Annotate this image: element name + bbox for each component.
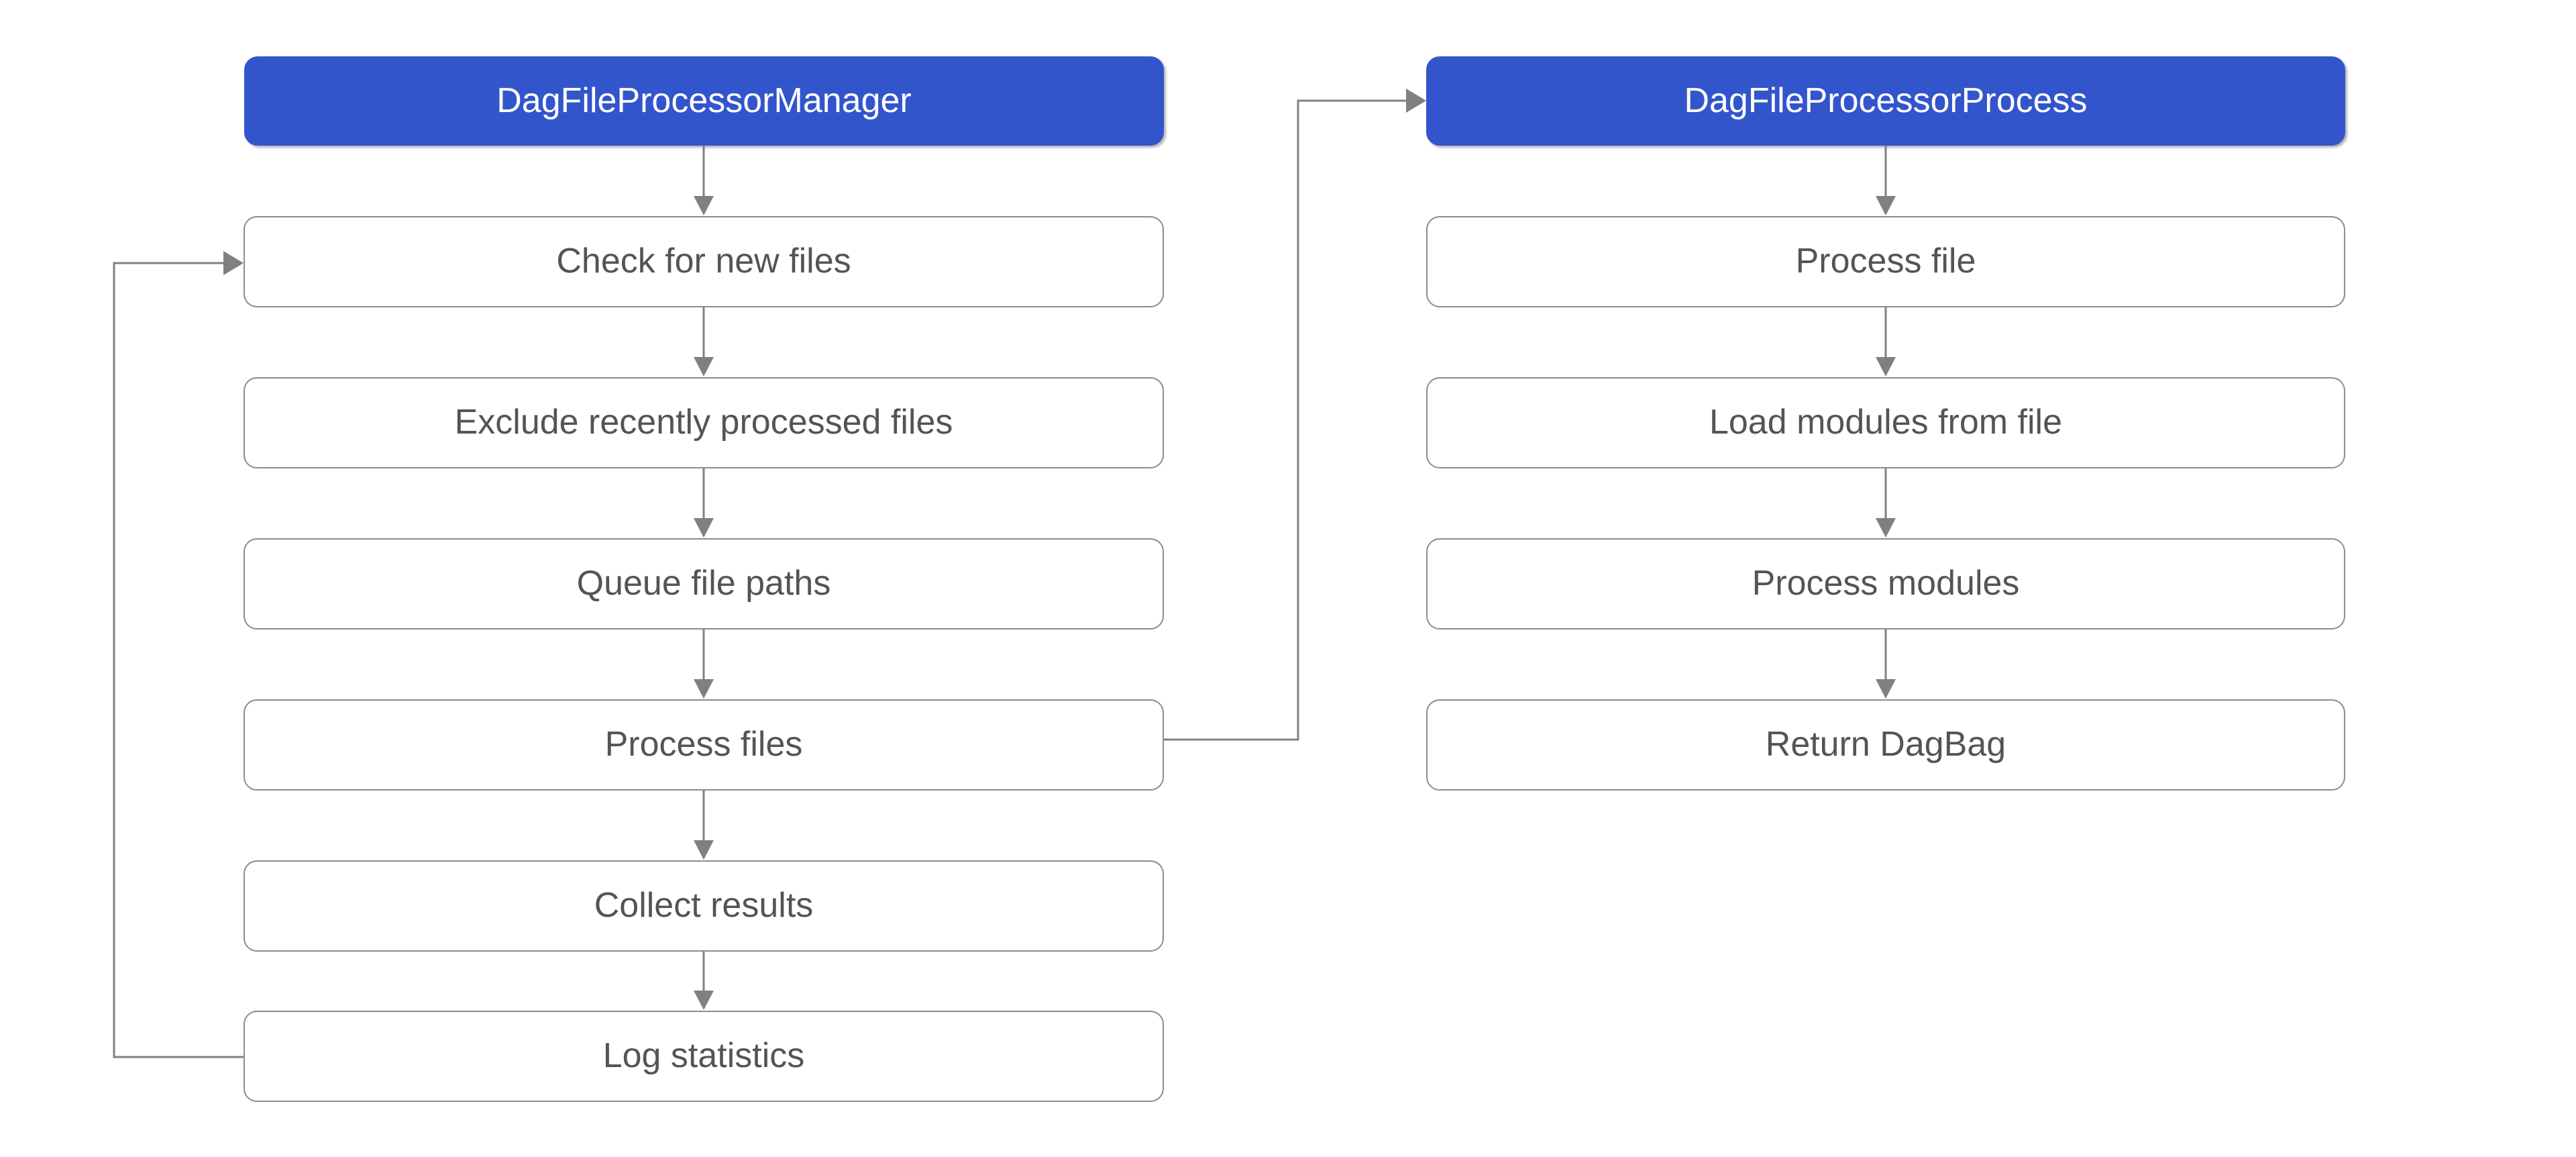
edge-load-modules-to-process-modules: [1876, 468, 1896, 538]
node-label: DagFileProcessorProcess: [1684, 81, 2088, 120]
node-load-modules-from-file[interactable]: Load modules from file: [1426, 377, 2345, 468]
node-process-file[interactable]: Process file: [1426, 216, 2345, 307]
node-exclude-recently-processed-files[interactable]: Exclude recently processed files: [244, 377, 1164, 468]
edge-queue-to-process-files: [694, 630, 714, 699]
edge-manager-to-check: [694, 146, 714, 215]
edge-process-files-to-collect: [694, 791, 714, 860]
edge-log-statistics-feedback-loop: [113, 251, 244, 1058]
node-label: Process file: [1795, 242, 1976, 281]
node-label: Queue file paths: [576, 564, 831, 603]
node-label: DagFileProcessorManager: [496, 81, 912, 120]
node-label: Log statistics: [602, 1036, 805, 1076]
node-check-for-new-files[interactable]: Check for new files: [244, 216, 1164, 307]
edge-process-files-to-processor-process: [1164, 89, 1426, 741]
edge-exclude-to-queue: [694, 468, 714, 538]
node-label: Process modules: [1752, 564, 2020, 603]
node-process-files[interactable]: Process files: [244, 699, 1164, 791]
node-label: Check for new files: [556, 242, 851, 281]
edge-collect-to-log: [694, 952, 714, 1010]
node-collect-results[interactable]: Collect results: [244, 860, 1164, 952]
node-dagfileprocessorprocess[interactable]: DagFileProcessorProcess: [1426, 56, 2345, 146]
edge-processor-process-to-process-file: [1876, 146, 1896, 215]
node-label: Load modules from file: [1709, 403, 2063, 442]
node-label: Return DagBag: [1765, 725, 2006, 764]
node-process-modules[interactable]: Process modules: [1426, 538, 2345, 630]
edge-process-file-to-load-modules: [1876, 307, 1896, 376]
edge-check-to-exclude: [694, 307, 714, 376]
node-log-statistics[interactable]: Log statistics: [244, 1011, 1164, 1102]
node-queue-file-paths[interactable]: Queue file paths: [244, 538, 1164, 630]
node-label: Collect results: [594, 886, 814, 925]
node-label: Process files: [604, 725, 803, 764]
node-dagfileprocessormanager[interactable]: DagFileProcessorManager: [244, 56, 1164, 146]
node-return-dagbag[interactable]: Return DagBag: [1426, 699, 2345, 791]
node-label: Exclude recently processed files: [454, 403, 953, 442]
edge-process-modules-to-return-dagbag: [1876, 630, 1896, 699]
